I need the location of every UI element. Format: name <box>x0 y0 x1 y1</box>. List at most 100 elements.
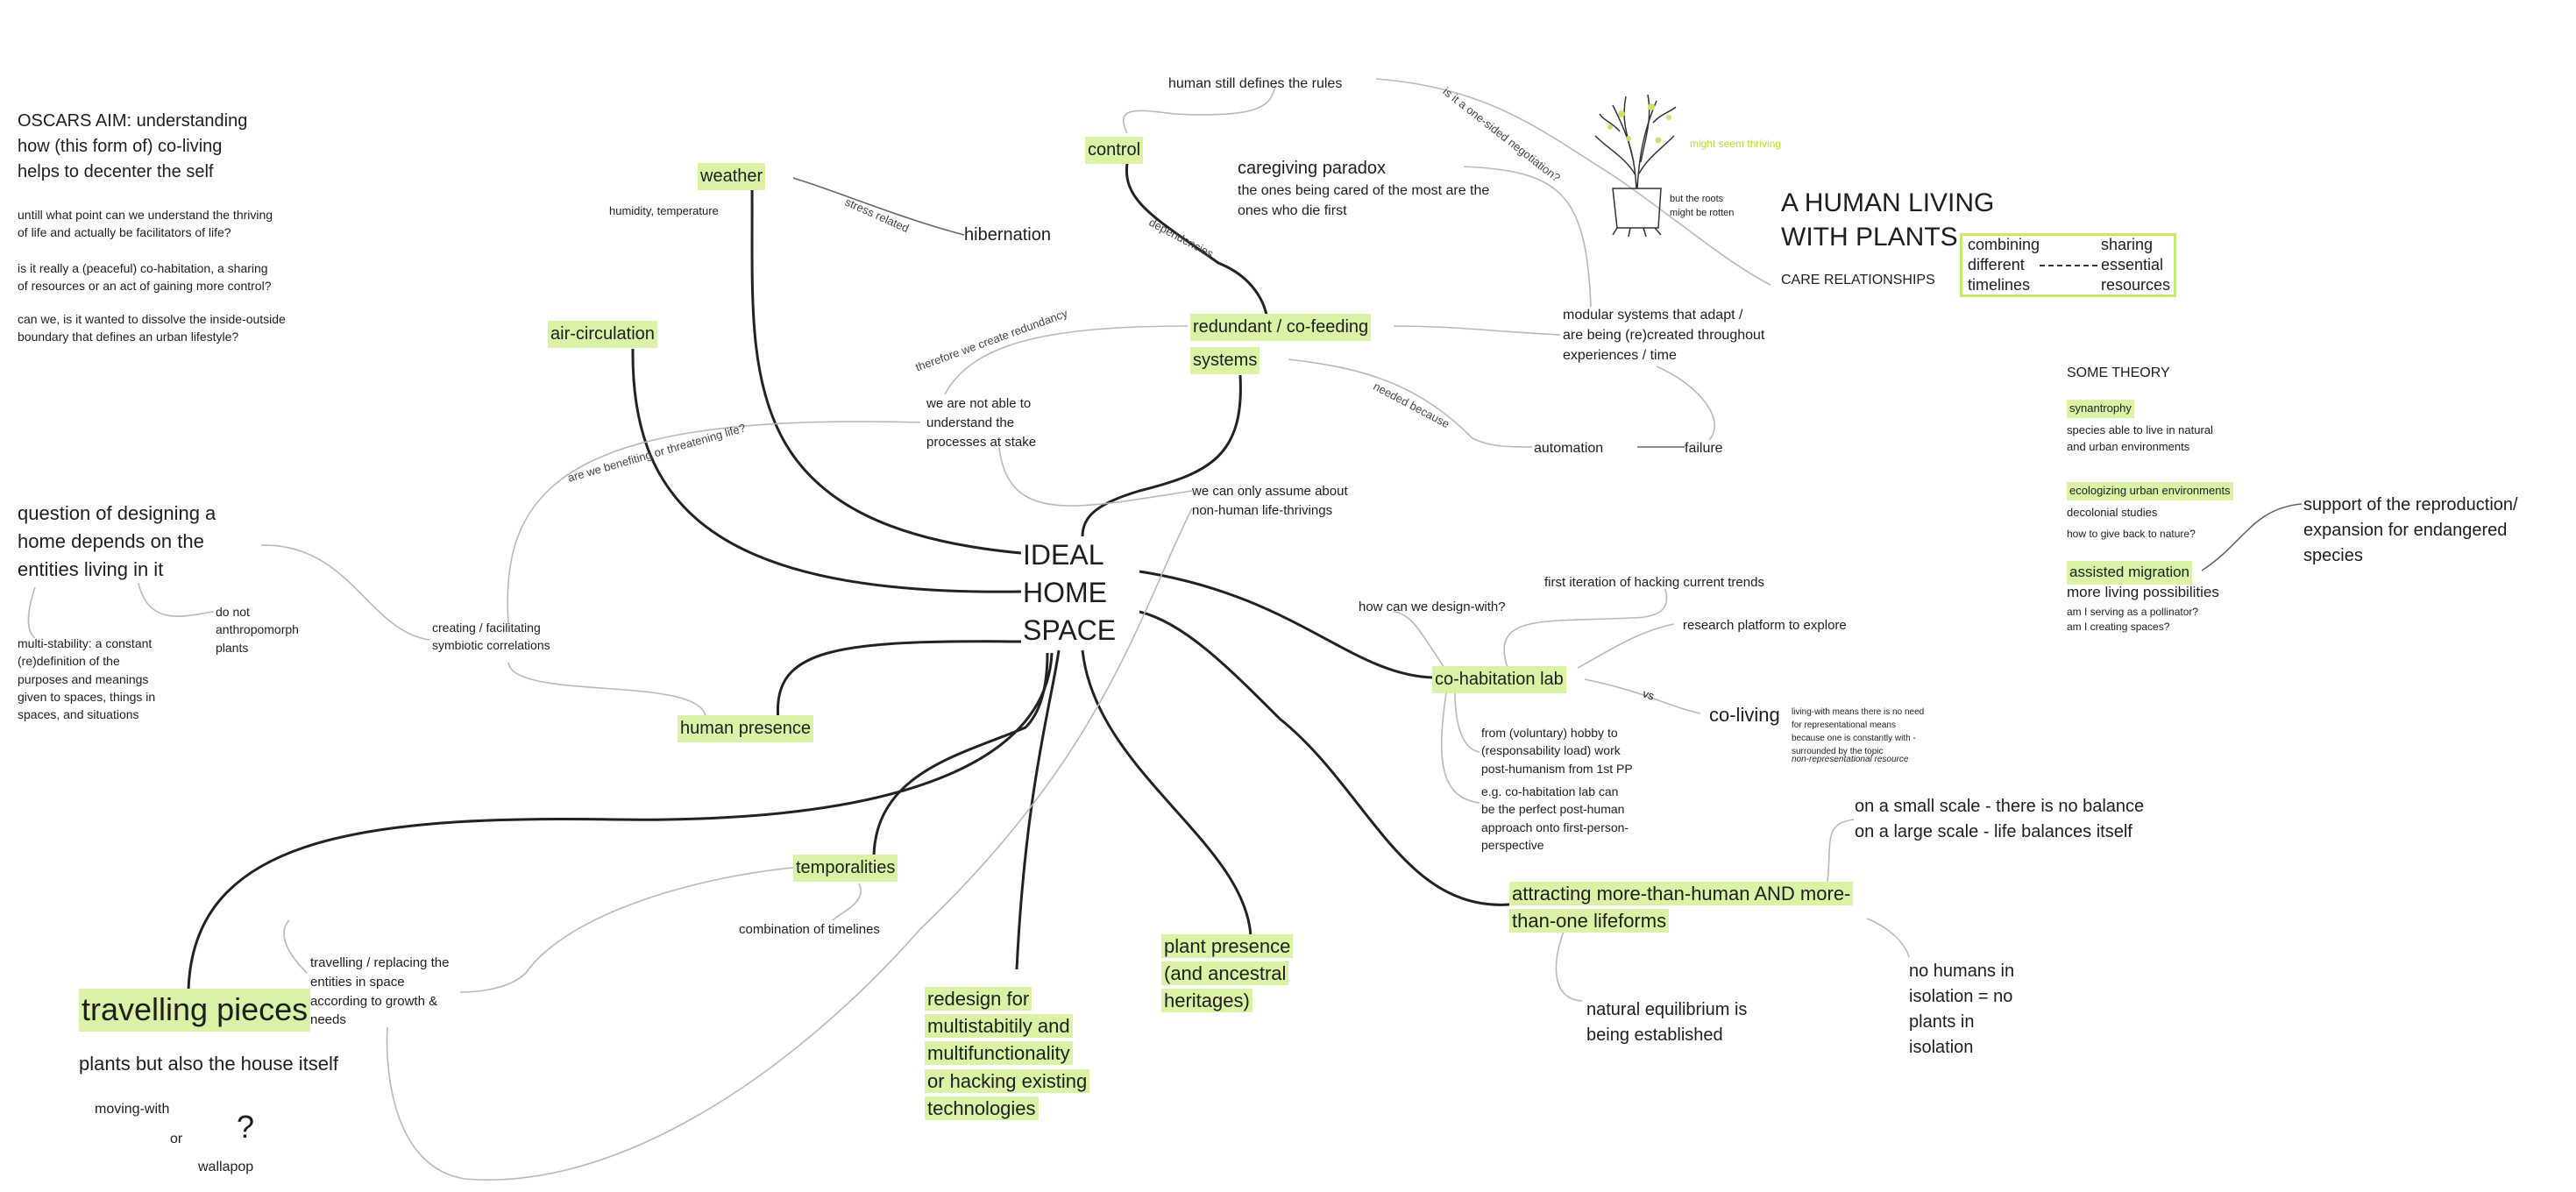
caregiving-paradox-title: caregiving paradox <box>1238 159 1386 178</box>
designing-question: question of designing a home depends on … <box>18 502 216 580</box>
legend-resources: resources <box>2101 276 2171 294</box>
edge-attracting-small <box>1827 819 1855 883</box>
not-able-understand: we are not able to understand the proces… <box>926 396 1037 450</box>
aim-question-2: is it really a (peaceful) co-habitation,… <box>18 261 272 294</box>
theory-decolonial: decolonial studies <box>2067 506 2158 519</box>
no-humans-isolation: no humans in isolation = no plants in is… <box>1909 961 2015 1057</box>
hobby-to-work: from (voluntary) hobby to (responsabilit… <box>1481 726 1633 776</box>
edge-travelling-home <box>187 652 1054 991</box>
legend-dashed-line <box>2040 265 2097 266</box>
first-iteration: first iteration of hacking current trend… <box>1544 575 1764 590</box>
edge-designing-multistability <box>27 586 36 639</box>
or-label: or <box>170 1132 183 1146</box>
moving-with: moving-with <box>95 1102 170 1117</box>
symbiotic-correlations: creating / facilitating symbiotic correl… <box>432 621 550 653</box>
legend-combining: combining <box>1968 236 2040 253</box>
ideal-home-space: IDEAL HOME SPACE <box>1023 539 1117 647</box>
scale-balance: on a small scale - there is no balance o… <box>1855 797 2145 841</box>
edge-temporalities-travelling <box>459 867 794 993</box>
research-platform: research platform to explore <box>1683 618 1847 633</box>
travelling-description: travelling / replacing the entities in s… <box>310 955 450 1028</box>
edge-redesign-home <box>1015 649 1061 970</box>
caregiving-paradox-body: the ones being cared of the most are the… <box>1238 183 1490 219</box>
edge-redundant-home <box>1081 374 1242 537</box>
legend-timelines: timelines <box>1968 276 2031 294</box>
edge-notable-assume <box>998 446 1193 507</box>
plant-presence-line: heritages) <box>1161 989 1253 1013</box>
edge-redundant-notable <box>944 325 1189 395</box>
node-control: control <box>1085 137 1144 164</box>
edge-attracting-equilibrium <box>1555 928 1583 1002</box>
combination-timelines: combination of timelines <box>739 922 880 937</box>
redesign-line: technologies <box>925 1096 1039 1120</box>
edge-cohab-designwith <box>1393 611 1445 669</box>
node-weather: weather <box>698 163 766 190</box>
theory-pollinator: am I serving as a pollinator? am I creat… <box>2067 606 2199 634</box>
page-title: A HUMAN LIVING WITH PLANTS <box>1781 188 1995 252</box>
aim-title: OSCARS AIM: understanding how (this form… <box>18 111 248 181</box>
edge-designing-symbiotic <box>260 544 430 641</box>
node-failure: failure <box>1685 441 1723 456</box>
edge-modular-failure <box>1656 365 1715 441</box>
edge-cohab-coliving <box>1584 678 1701 714</box>
redesign-line: multistabitily and <box>925 1014 1073 1039</box>
redesign-line: multifunctionality <box>925 1041 1073 1066</box>
aim-question-1: untill what point can we understand the … <box>18 208 273 240</box>
node-automation: automation <box>1534 441 1604 456</box>
page-subtitle: CARE RELATIONSHIPS <box>1781 273 1935 287</box>
vs-label: vs <box>1641 686 1657 703</box>
node-cohabitation-lab: co-habitation lab <box>1432 666 1566 693</box>
theory-synantrophy: synantrophy <box>2067 400 2134 418</box>
attracting-line: than-one lifeforms <box>1509 909 1670 933</box>
do-not-anthropomorph: do not anthropomorph plants <box>216 605 299 655</box>
natural-equilibrium: natural equilibrium is being established <box>1586 1000 1748 1045</box>
plant-presence-line: plant presence <box>1161 934 1294 958</box>
edge-travelling-pieces <box>283 919 308 974</box>
edge-cohab-home <box>1139 570 1434 679</box>
edge-control-rules <box>1122 85 1276 134</box>
edge-redundant-modular <box>1393 325 1561 336</box>
only-assume: we can only assume about non-human life-… <box>1192 484 1348 518</box>
plant-presence-line: (and ancestral <box>1161 961 1289 986</box>
node-temporalities: temporalities <box>793 855 898 882</box>
coliving-note-italic: non-representational resource <box>1792 755 1909 764</box>
edge-weather-home <box>750 185 1022 555</box>
node-coliving: co-living <box>1709 704 1780 726</box>
legend-sharing: sharing <box>2101 236 2154 253</box>
design-with-question: how can we design-with? <box>1359 600 1506 614</box>
edge-designing-notanthro <box>138 582 215 617</box>
theory-more-living: more living possibilities <box>2067 584 2219 600</box>
label-needed-because: needed because <box>1371 379 1452 431</box>
edge-attracting-nohumans <box>1866 918 1910 958</box>
node-human-presence: human presence <box>678 715 813 742</box>
human-defines-rules: human still defines the rules <box>1168 76 1343 91</box>
node-plant-presence: plant presence (and ancestral heritages) <box>1161 933 1294 1015</box>
aim-question-3: can we, is it wanted to dissolve the ins… <box>18 312 286 344</box>
label-dependencies: dependencies <box>1146 215 1217 261</box>
edge-cohab-eg <box>1440 692 1480 804</box>
theory-give-back: how to give back to nature? <box>2067 528 2196 540</box>
redesign-line: redesign for <box>925 987 1033 1011</box>
theory-ecologizing: ecologizing urban environments <box>2067 482 2233 500</box>
legend-different: different <box>1968 256 2025 273</box>
edge-control-redundant <box>1125 162 1268 316</box>
node-attracting-lifeforms: attracting more-than-human AND more-than… <box>1509 880 1854 934</box>
edge-cohab-hobby <box>1454 692 1480 753</box>
edge-air-home <box>631 348 1022 593</box>
multistability-note: multi-stability: a constant (re)definiti… <box>18 636 156 722</box>
edge-redundant-automation <box>1288 358 1533 448</box>
label-benefiting: are we benefiting or threatening life? <box>565 421 748 485</box>
theory-synantrophy-desc: species able to live in natural and urba… <box>2067 423 2213 453</box>
plants-house-itself: plants but also the house itself <box>79 1053 338 1075</box>
question-mark: ? <box>237 1109 255 1145</box>
plant-thriving-note: might seem thriving <box>1690 138 1782 150</box>
node-redundant: redundant / co-feeding <box>1190 314 1372 341</box>
node-air-circulation: air-circulation <box>548 321 657 348</box>
edge-assume-redesign <box>386 507 1193 1181</box>
theory-title: SOME THEORY <box>2067 365 2170 380</box>
edge-human-home <box>776 640 1022 721</box>
plant-roots-note: but the roots might be rotten <box>1670 194 1735 218</box>
node-travelling-pieces: travelling pieces <box>79 989 311 1032</box>
